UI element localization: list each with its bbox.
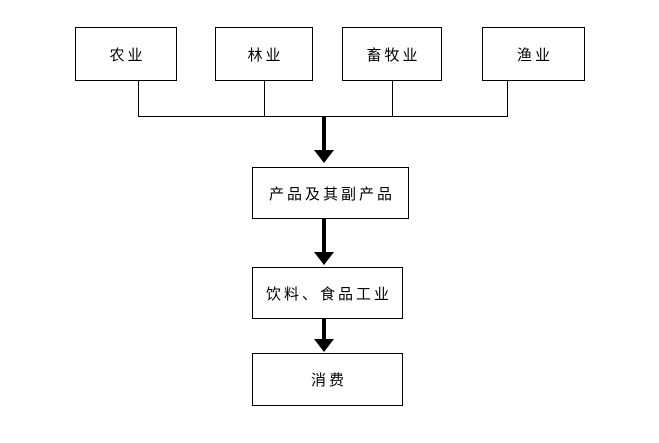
- node-fishery: 渔业: [482, 27, 585, 81]
- node-agriculture-label: 农业: [109, 47, 146, 64]
- node-consumption: 消费: [252, 353, 403, 406]
- node-beverage-food-industry: 饮料、食品工业: [252, 267, 403, 319]
- node-agriculture: 农业: [75, 27, 177, 81]
- connector-fishery-drop: [507, 81, 508, 116]
- arrow-to-consumption-head-icon: [314, 339, 334, 352]
- node-animal-husbandry-label: 畜牧业: [366, 47, 421, 64]
- arrow-to-industry-stem: [322, 219, 326, 252]
- node-consumption-label: 消费: [310, 373, 347, 389]
- node-fishery-label: 渔业: [516, 47, 553, 64]
- node-beverage-food-industry-label: 饮料、食品工业: [265, 286, 392, 303]
- node-forestry: 林业: [215, 27, 313, 81]
- arrow-to-products-stem: [322, 116, 326, 150]
- node-forestry-label: 林业: [247, 47, 284, 64]
- node-products-and-byproducts-label: 产品及其副产品: [268, 186, 395, 203]
- node-products-and-byproducts: 产品及其副产品: [252, 167, 409, 219]
- connector-forestry-drop: [264, 81, 265, 116]
- connector-animal-husbandry-drop: [392, 81, 393, 116]
- arrow-to-industry-head-icon: [314, 252, 334, 265]
- connector-agriculture-drop: [138, 81, 139, 116]
- arrow-to-consumption-stem: [322, 319, 326, 339]
- arrow-to-products-head-icon: [314, 150, 334, 163]
- node-animal-husbandry: 畜牧业: [342, 27, 442, 81]
